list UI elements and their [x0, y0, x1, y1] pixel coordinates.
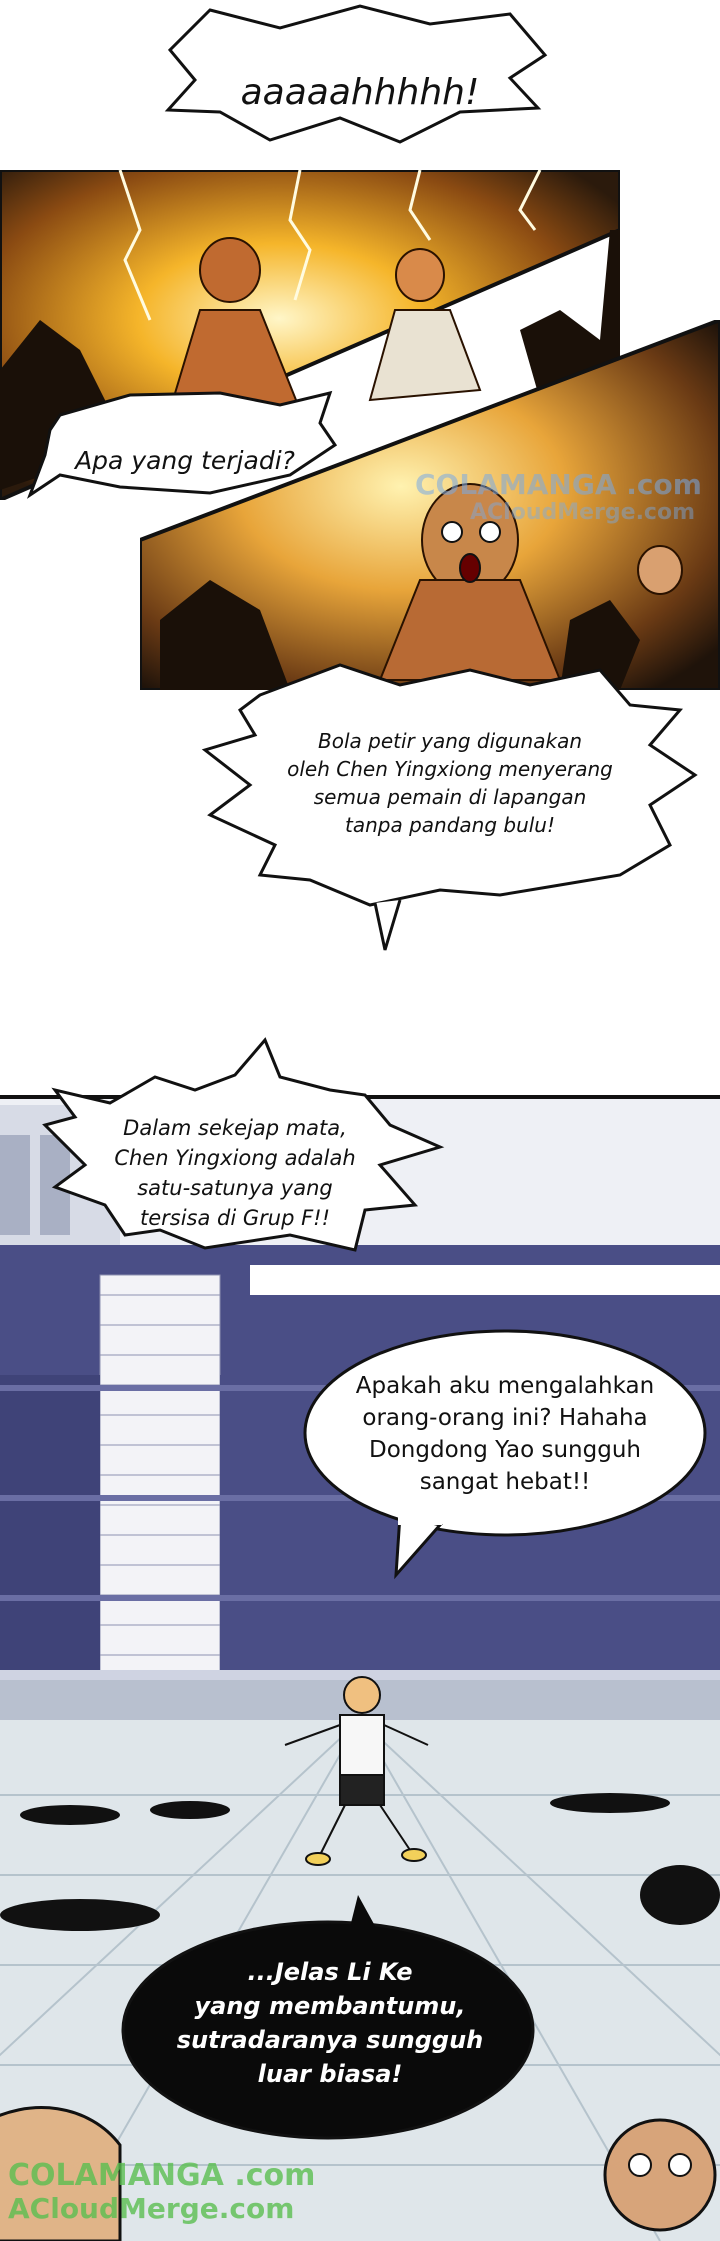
what-happened-text: Apa yang terjadi?	[75, 446, 295, 475]
li-ke-line-2: yang membantumu,	[194, 1992, 466, 2020]
lightning-ball-line-1: Bola petir yang digunakan	[318, 729, 582, 753]
blink-line-2: Chen Yingxiong adalah	[114, 1146, 356, 1170]
did-i-defeat-line-3: Dongdong Yao sungguh	[369, 1437, 641, 1463]
li-ke-line-1: ...Jelas Li Ke	[247, 1958, 413, 1986]
watermark-top-line2: ACloudMerge.com	[470, 500, 696, 525]
did-i-defeat-line-2: orang-orang ini? Hahaha	[362, 1405, 648, 1431]
blink-text: Dalam sekejap mata, Chen Yingxiong adala…	[85, 1113, 385, 1233]
what-happened-bubble	[20, 375, 340, 515]
did-i-defeat-text: Apakah aku mengalahkan orang-orang ini? …	[330, 1370, 680, 1498]
did-i-defeat-line-1: Apakah aku mengalahkan	[355, 1373, 655, 1399]
lightning-ball-line-2: oleh Chen Yingxiong menyerang	[287, 757, 613, 781]
blink-line-1: Dalam sekejap mata,	[123, 1116, 347, 1140]
did-i-defeat-line-4: sangat hebat!!	[419, 1469, 591, 1495]
blink-line-4: tersisa di Grup F!!	[139, 1206, 331, 1230]
lightning-ball-text: Bola petir yang digunakan oleh Chen Ying…	[240, 727, 660, 839]
blink-bubble	[35, 1035, 445, 1285]
watermark-bottom-line1: COLAMANGA .com	[8, 2158, 316, 2193]
scream-text: aaaaahhhhh!	[240, 72, 480, 113]
watermark-bottom-line2: ACloudMerge.com	[8, 2192, 295, 2225]
li-ke-line-4: luar biasa!	[257, 2060, 403, 2088]
lightning-ball-line-4: tanpa pandang bulu!	[344, 813, 555, 837]
watermark-top-line1: COLAMANGA .com	[415, 468, 702, 501]
blink-line-3: satu-satunya yang	[137, 1176, 333, 1200]
lightning-ball-bubble	[200, 655, 700, 955]
scream-bubble-shape	[164, 4, 548, 144]
explosion-panel-2	[140, 320, 720, 690]
li-ke-line-3: sutradaranya sungguh	[176, 2026, 484, 2054]
scream-bubble	[160, 0, 560, 150]
did-i-defeat-bubble	[300, 1325, 710, 1585]
lightning-ball-line-3: semua pemain di lapangan	[313, 785, 587, 809]
li-ke-bubble	[118, 1895, 538, 2145]
li-ke-text: ...Jelas Li Ke yang membantumu, sutradar…	[150, 1955, 510, 2091]
